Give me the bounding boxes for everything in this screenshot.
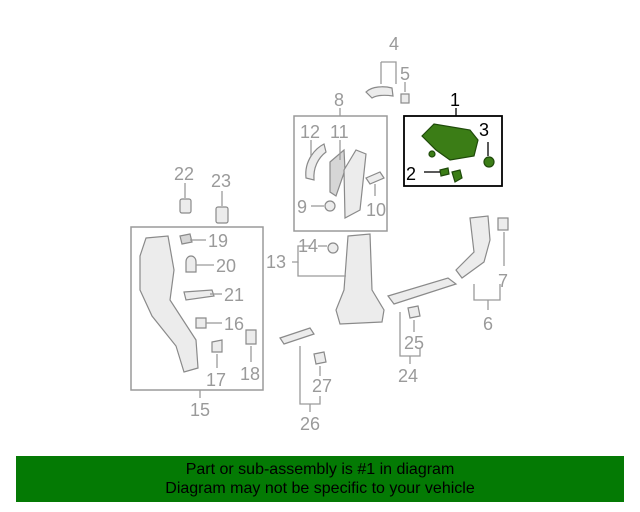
part-group-4-5: 4 5: [365, 34, 410, 104]
clip-21: [183, 289, 215, 301]
clip-27: [313, 351, 327, 365]
leader-4-branch: [381, 61, 397, 84]
fastener-9: [324, 200, 336, 212]
clip-10: [365, 171, 385, 185]
rear-pillar-trim: [455, 215, 491, 279]
leader-6: [473, 284, 501, 301]
clip-19: [179, 233, 193, 245]
callout-23: 23: [211, 171, 231, 191]
clip-2a: [439, 167, 450, 177]
callout-4: 4: [389, 34, 399, 54]
callout-14: 14: [298, 236, 318, 256]
callout-25: 25: [404, 333, 424, 353]
leader-13-b: [297, 262, 346, 277]
callout-15: 15: [190, 400, 210, 420]
info-banner: Part or sub-assembly is #1 in diagram Di…: [16, 456, 624, 502]
clip-2b: [451, 169, 463, 183]
clip-18: [245, 329, 257, 345]
callout-19: 19: [208, 231, 228, 251]
clip-23: [215, 206, 229, 224]
assist-handle: [365, 86, 394, 99]
callout-8: 8: [334, 90, 344, 110]
sill-plate: [387, 277, 458, 305]
callout-9: 9: [297, 197, 307, 217]
callout-13: 13: [266, 252, 286, 272]
pillar-trim-10: [343, 149, 367, 219]
callout-22: 22: [174, 164, 194, 184]
part-group-24-25: 25 24: [387, 277, 458, 386]
callout-5: 5: [400, 64, 410, 84]
callout-18: 18: [240, 364, 260, 384]
part-group-8: 8 12 11 9 10: [293, 90, 388, 232]
clip-17: [211, 339, 223, 353]
screw: [428, 150, 436, 158]
part-group-1-highlighted: 1 3 2: [403, 90, 503, 187]
callout-11: 11: [330, 122, 349, 142]
part-group-6-7: 7 6: [455, 215, 509, 334]
callout-27: 27: [312, 376, 332, 396]
nut-3: [483, 156, 495, 168]
box-1: [403, 115, 503, 187]
leader-13: [292, 245, 310, 263]
parts-22-23: 22 23: [174, 164, 231, 224]
upper-trim-panel: [421, 123, 479, 161]
front-sill-plate: [279, 327, 315, 345]
part-group-15: 15 19 20 21 16 17 18: [130, 226, 264, 420]
callout-21: 21: [224, 285, 244, 305]
callout-26: 26: [300, 414, 320, 434]
clip-16: [195, 317, 207, 329]
callout-17: 17: [206, 370, 226, 390]
clip-20: [185, 255, 197, 273]
callout-16: 16: [224, 314, 244, 334]
callout-1: 1: [450, 90, 460, 110]
clip-7: [497, 217, 509, 231]
box-15: [130, 226, 264, 391]
clip-22: [179, 198, 192, 214]
handle-cap: [400, 93, 410, 104]
banner-line-2: Diagram may not be specific to your vehi…: [165, 480, 475, 497]
banner-line-1: Part or sub-assembly is #1 in diagram: [185, 461, 455, 478]
callout-24: 24: [398, 366, 418, 386]
pillar-trim-11: [329, 148, 346, 197]
clip-25: [407, 305, 421, 319]
callout-12: 12: [300, 122, 320, 142]
part-group-26-27: 27 26: [279, 327, 332, 434]
callout-3: 3: [479, 120, 489, 140]
callout-2: 2: [406, 164, 416, 184]
callout-10: 10: [366, 200, 386, 220]
part-group-13-14: 14 13: [266, 233, 385, 325]
fastener-14: [327, 242, 339, 254]
callout-20: 20: [216, 256, 236, 276]
center-pillar-trim: [335, 233, 385, 325]
quarter-trim-panel: [139, 235, 199, 373]
callout-7: 7: [498, 271, 508, 291]
pillar-trim-12: [305, 143, 327, 181]
callout-6: 6: [483, 314, 493, 334]
